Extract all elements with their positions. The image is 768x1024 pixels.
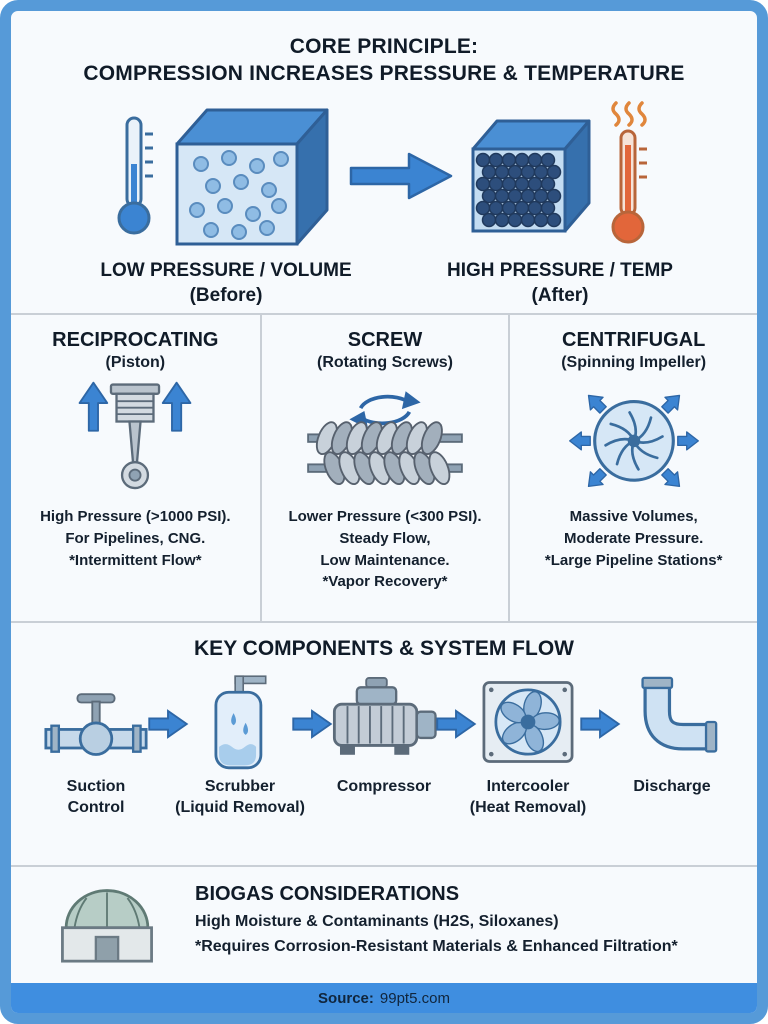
flow-label-line: Discharge <box>633 778 711 795</box>
flow-label-line: Control <box>67 798 125 816</box>
compressor-icon <box>312 671 456 773</box>
biogas-line: *Requires Corrosion-Resistant Materials … <box>195 937 678 955</box>
section-compressor-types: RECIPROCATING (Piston) <box>11 313 757 621</box>
flow-step-label: Suction Control <box>24 777 168 819</box>
section-system-flow: KEY COMPONENTS & SYSTEM FLOW Suction Con <box>11 621 757 865</box>
footer-bar: Source: 99pt5.com <box>11 983 757 1013</box>
type-description: High Pressure (>1000 PSI). For Pipelines… <box>19 506 252 571</box>
type-description: Massive Volumes, Moderate Pressure. *Lar… <box>518 506 749 571</box>
flow-step-intercooler: Intercooler (Heat Removal) <box>456 671 621 819</box>
after-label-line2: (After) <box>531 285 589 307</box>
flow-step-label: Discharge <box>600 777 744 798</box>
flow-arrow-icon <box>435 709 477 739</box>
type-description: Lower Pressure (<300 PSI). Steady Flow, … <box>270 506 501 593</box>
type-desc-line: Steady Flow, <box>339 529 431 547</box>
type-desc-line: High Pressure (>1000 PSI). <box>40 508 231 525</box>
flow-label-line: (Heat Removal) <box>469 798 587 816</box>
core-title-line2: COMPRESSION INCREASES PRESSURE & TEMPERA… <box>83 62 685 86</box>
valve-icon <box>24 671 168 773</box>
flow-label-line: Compressor <box>336 778 432 795</box>
thermometer-cold-icon <box>115 112 157 240</box>
source-label: Source: <box>318 989 374 1007</box>
biogas-line: High Moisture & Contaminants (H2S, Silox… <box>195 913 559 930</box>
type-name: RECIPROCATING <box>52 329 219 351</box>
type-subtitle: (Piston) <box>105 354 166 371</box>
type-desc-line: *Intermittent Flow* <box>69 551 202 569</box>
heat-waves-icon <box>611 100 647 127</box>
flow-title: KEY COMPONENTS & SYSTEM FLOW <box>194 637 574 660</box>
intercooler-icon <box>456 671 600 773</box>
type-name: SCREW <box>347 329 423 351</box>
type-subtitle: (Spinning Impeller) <box>561 354 707 371</box>
type-desc-line: Lower Pressure (<300 PSI). <box>288 508 482 525</box>
biogas-title: BIOGAS CONSIDERATIONS <box>195 883 460 905</box>
core-title-line1: CORE PRINCIPLE: <box>289 35 479 58</box>
flow-label-line: (Liquid Removal) <box>175 798 305 816</box>
scrubber-icon <box>168 671 312 773</box>
section-core-principle: CORE PRINCIPLE: COMPRESSION INCREASES PR… <box>11 11 757 313</box>
type-desc-line: Low Maintenance. <box>320 551 450 569</box>
impeller-icon <box>518 376 749 504</box>
biogas-dome-icon <box>55 883 159 965</box>
type-desc-line: Massive Volumes, <box>569 508 698 525</box>
flow-step-label: Compressor <box>312 777 456 798</box>
before-label: LOW PRESSURE / VOLUME (Before) <box>31 258 421 309</box>
core-labels: LOW PRESSURE / VOLUME (Before) HIGH PRES… <box>11 256 757 316</box>
gas-cube-before-icon <box>169 102 337 250</box>
flow-arrow-icon <box>291 709 333 739</box>
flow-step-label: Intercooler (Heat Removal) <box>456 777 600 819</box>
before-label-line1: LOW PRESSURE / VOLUME <box>100 259 352 281</box>
type-screw: SCREW (Rotating Screws) <box>259 315 509 621</box>
flow-step-label: Scrubber (Liquid Removal) <box>168 777 312 819</box>
flow-label-line: Scrubber <box>204 778 276 795</box>
rotating-screws-icon <box>270 376 501 504</box>
piston-icon <box>19 376 252 504</box>
flow-step-suction-control: Suction Control <box>24 671 189 819</box>
flow-step-discharge: Discharge <box>600 671 744 819</box>
type-desc-line: Moderate Pressure. <box>564 529 704 547</box>
flow-arrow-icon <box>579 709 621 739</box>
flow-step-scrubber: Scrubber (Liquid Removal) <box>168 671 333 819</box>
flow-step-compressor: Compressor <box>312 671 477 819</box>
type-desc-line: For Pipelines, CNG. <box>65 529 206 547</box>
core-visual <box>11 96 757 256</box>
flow-row: Suction Control <box>11 671 757 819</box>
after-label: HIGH PRESSURE / TEMP (After) <box>415 258 705 309</box>
biogas-text: BIOGAS CONSIDERATIONS High Moisture & Co… <box>195 883 678 960</box>
compression-arrow-icon <box>349 147 455 205</box>
gas-cube-after-icon <box>467 115 595 237</box>
flow-label-line: Intercooler <box>486 778 570 795</box>
type-name: CENTRIFUGAL <box>562 329 706 351</box>
after-label-line1: HIGH PRESSURE / TEMP <box>447 259 673 281</box>
type-desc-line: *Vapor Recovery* <box>322 573 448 591</box>
type-centrifugal: CENTRIFUGAL (Spinning Impeller) <box>508 315 757 621</box>
thermometer-hot-icon <box>607 100 653 251</box>
flow-label-line: Suction <box>66 778 126 795</box>
flow-arrow-icon <box>147 709 189 739</box>
type-reciprocating: RECIPROCATING (Piston) <box>11 315 260 621</box>
type-desc-line: *Large Pipeline Stations* <box>544 551 723 569</box>
discharge-pipe-icon <box>600 671 744 773</box>
before-label-line2: (Before) <box>189 285 263 307</box>
source-value: 99pt5.com <box>379 989 450 1007</box>
type-subtitle: (Rotating Screws) <box>316 354 453 371</box>
section-biogas: BIOGAS CONSIDERATIONS High Moisture & Co… <box>11 865 757 983</box>
